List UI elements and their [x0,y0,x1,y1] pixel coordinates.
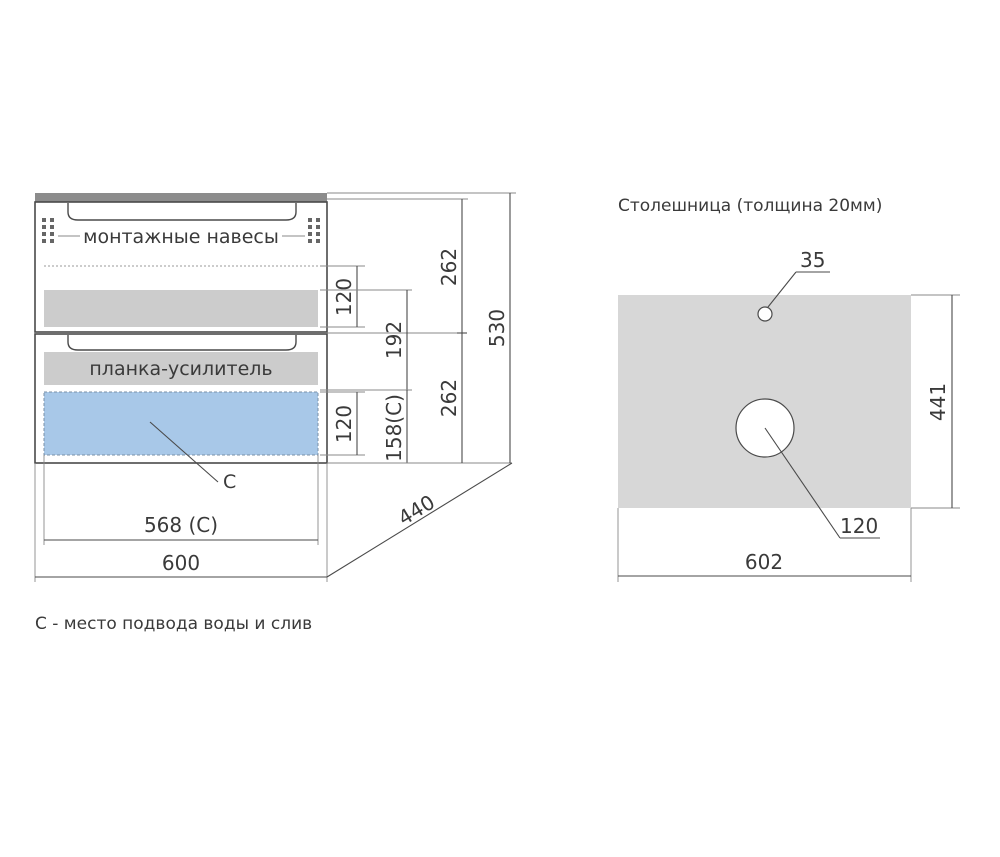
cabinet-top-strip [35,193,327,202]
leader-c [149,421,219,483]
tap-hole [757,306,773,322]
upper-inner-drawer [44,290,318,327]
dim-depth: 440 [394,490,439,530]
dim-mid-gap: 192 [382,321,406,359]
dim-total-height: 530 [485,309,509,347]
cabinet-front-view: монтажные навесы планка-усилитель C [34,193,328,493]
label-hinges: монтажные навесы [83,226,279,248]
dim-countertop-width: 602 [745,550,783,574]
utility-zone [43,391,319,456]
countertop-caption: Столешница (толщина 20мм) [618,196,882,216]
reinforcing-bar [44,352,318,385]
dim-drawer-height-bottom: 262 [437,379,461,417]
dim-utility-width: 568 (C) [144,513,218,537]
hinge-marker-right [308,218,320,243]
countertop-view: Столешница (толщина 20мм) 35 120 441 602 [617,196,960,582]
dim-drawer-zone-1: 120 [332,278,356,316]
upper-handle [67,203,297,221]
label-c: C [223,471,236,493]
legend-note: С - место подвода воды и слив [35,614,312,634]
dim-drain-hole: 120 [840,514,878,538]
dim-utility-height: 158(C) [382,394,406,462]
dim-countertop-depth: 441 [926,383,950,421]
dim-drawer-height-top: 262 [437,248,461,286]
label-reinforcing-bar: планка-усилитель [89,358,272,380]
dim-drawer-zone-2: 120 [332,405,356,443]
dim-tap-hole: 35 [800,248,825,272]
dim-total-width: 600 [162,551,200,575]
lower-handle [67,335,297,351]
hinge-marker-left [42,218,54,243]
